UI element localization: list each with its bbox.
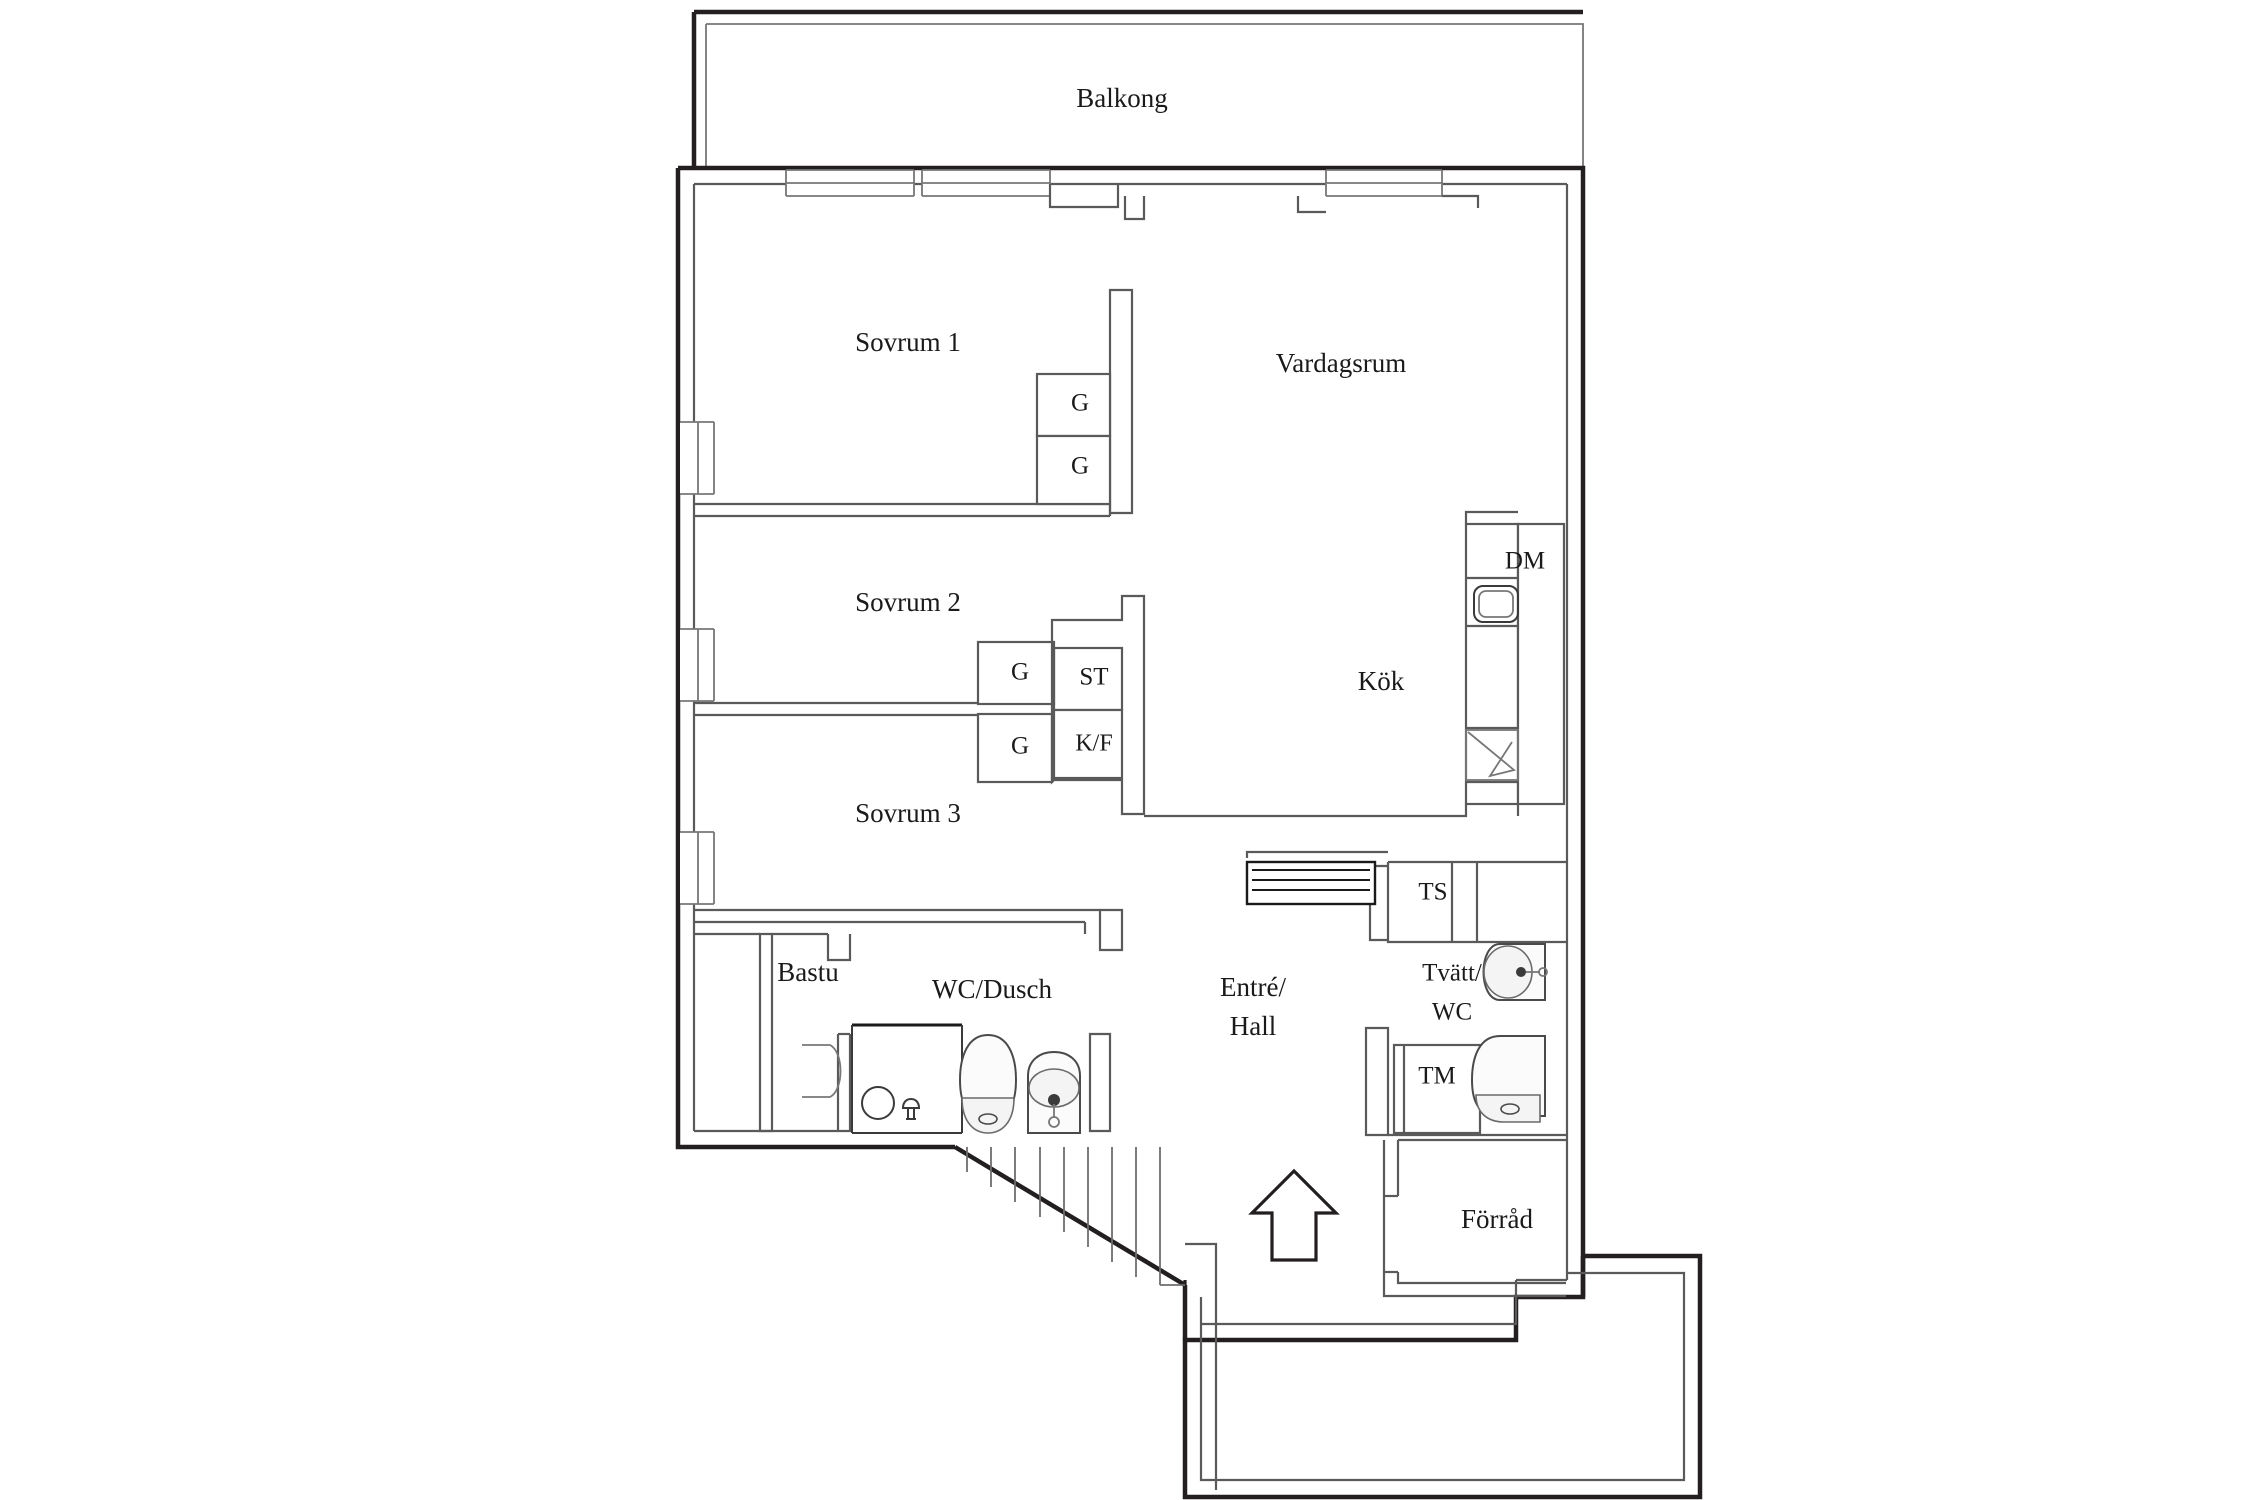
window-top-center (921, 169, 1051, 197)
closet-kf (1052, 708, 1124, 780)
room-label-sovrum3: Sovrum 3 (855, 798, 961, 828)
radiator-icon (1245, 850, 1388, 906)
kitchen-sink-icon (1473, 585, 1519, 623)
partition-sovrum1-vardagsrum (1108, 288, 1134, 515)
washbasin-wcdusch-icon (1027, 1050, 1081, 1134)
partition-tvatt-top (1368, 860, 1566, 944)
window-left-sovrum1 (680, 421, 715, 495)
partition-bastu (694, 932, 852, 1133)
kitchen-counter (1464, 522, 1566, 806)
partition-wcdusch-right (836, 1032, 1112, 1133)
entrance-direction-arrow (1248, 1168, 1340, 1262)
closet-label-tm: TM (1418, 1063, 1456, 1090)
building-outer-wall (675, 165, 1703, 1500)
room-label-balkong: Balkong (1076, 83, 1168, 113)
room-label-tvatt-wc-line1: Tvätt/ (1422, 960, 1482, 987)
building-inner-wall-line (692, 182, 1686, 1482)
toilet-tvatt-icon (1470, 1035, 1546, 1123)
room-label-sovrum2: Sovrum 2 (855, 587, 961, 617)
closet-label-st: ST (1079, 664, 1108, 691)
closet-st (1052, 646, 1124, 712)
closet-label-garderob-sovrum1-upper: G (1071, 390, 1089, 417)
closet-sovrum1-upper (1035, 372, 1112, 438)
closet-label-garderob-sovrum2: G (1011, 659, 1029, 686)
partition-sovrum1-sovrum2 (694, 502, 1112, 518)
partition-tvatt-lower (1364, 1026, 1566, 1137)
shower-cabin-icon (851, 1023, 963, 1134)
closet-sovrum1-lower (1035, 434, 1112, 506)
forrad-outline (1382, 1138, 1566, 1298)
room-label-tvatt-wc-line2: WC (1432, 999, 1472, 1026)
closet-label-garderob-sovrum3: G (1011, 733, 1029, 760)
staircase-icon (954, 1145, 1218, 1490)
room-label-entre-hall-line1: Entré/ (1220, 972, 1286, 1002)
sauna-bench-icon (802, 1044, 842, 1098)
window-left-sovrum2 (680, 628, 715, 702)
kitchen-stove-icon (1465, 729, 1519, 781)
room-label-sovrum1: Sovrum 1 (855, 327, 961, 357)
closet-sovrum2 (976, 640, 1054, 706)
closet-label-ts: TS (1418, 879, 1447, 906)
closet-label-garderob-sovrum1-lower: G (1071, 453, 1089, 480)
room-label-entre-hall-line2: Hall (1230, 1011, 1277, 1041)
balcony-outline (691, 9, 1584, 168)
closet-label-kf: K/F (1075, 731, 1112, 757)
window-top-left (785, 169, 915, 197)
room-label-wc-dusch: WC/Dusch (932, 974, 1052, 1004)
toilet-wcdusch-icon (958, 1033, 1018, 1134)
top-wall-stubs (1048, 184, 1480, 221)
room-label-forrad: Förråd (1461, 1204, 1533, 1234)
partition-kitchen (1144, 510, 1520, 818)
room-label-vardagsrum: Vardagsrum (1276, 348, 1406, 378)
partition-sovrum3-bottom (694, 908, 1124, 952)
closet-label-dm: DM (1505, 548, 1545, 575)
partition-center-vertical (1050, 594, 1146, 816)
room-label-kok: Kök (1358, 666, 1405, 696)
window-left-sovrum3 (680, 831, 715, 905)
washbasin-tvatt-icon (1482, 943, 1548, 1001)
room-label-bastu: Bastu (777, 957, 839, 987)
window-top-right (1325, 169, 1443, 197)
closet-tm-box (1392, 1043, 1482, 1135)
